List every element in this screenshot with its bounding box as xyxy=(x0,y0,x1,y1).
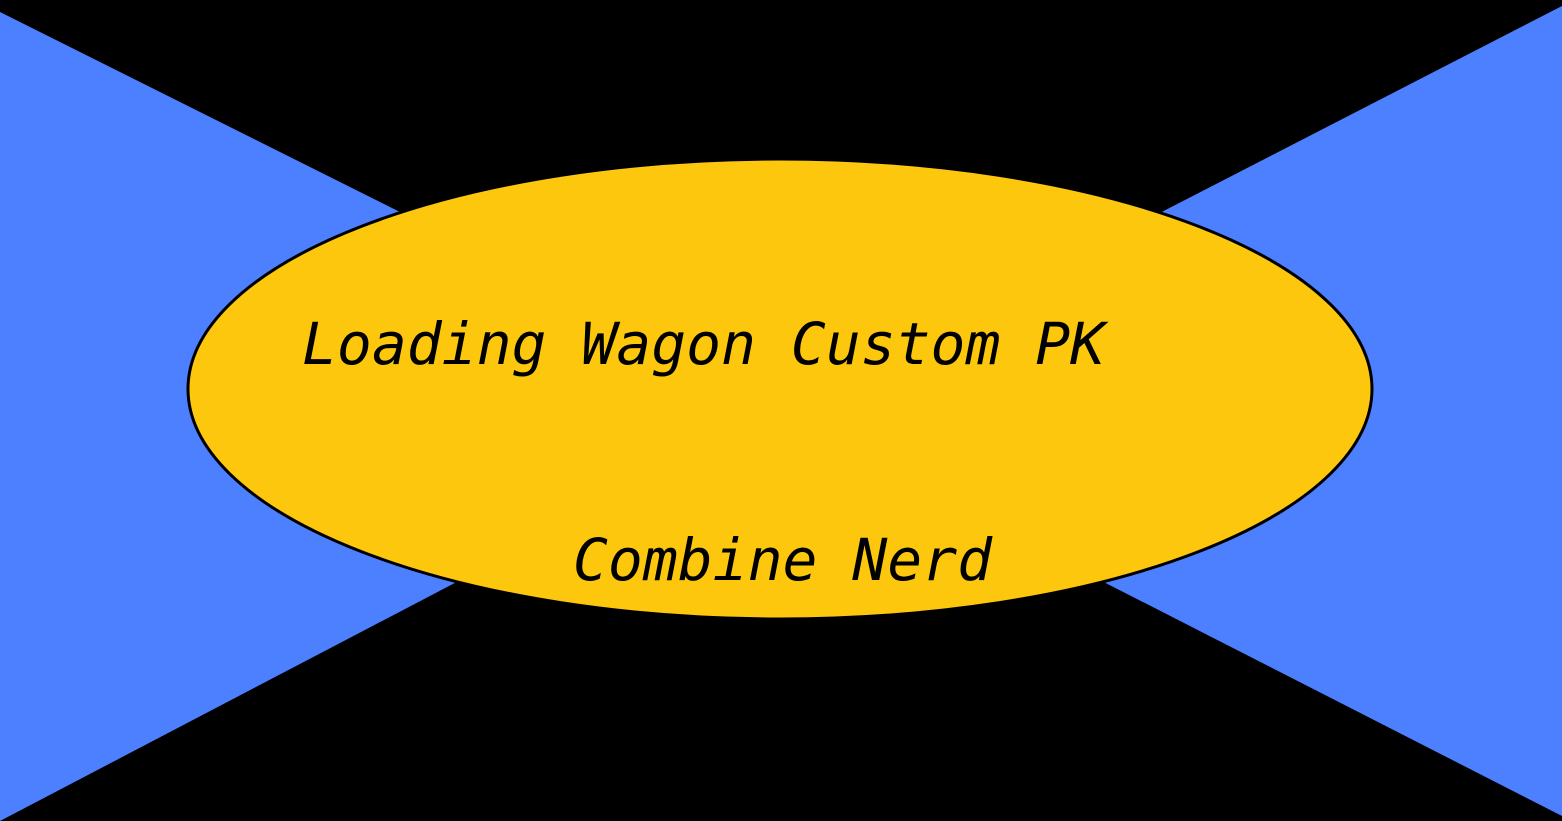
subtitle-text: Combine Nerd xyxy=(573,526,993,594)
title-text: Loading Wagon Custom PK xyxy=(302,310,1109,378)
yellow-ellipse xyxy=(186,157,1374,621)
